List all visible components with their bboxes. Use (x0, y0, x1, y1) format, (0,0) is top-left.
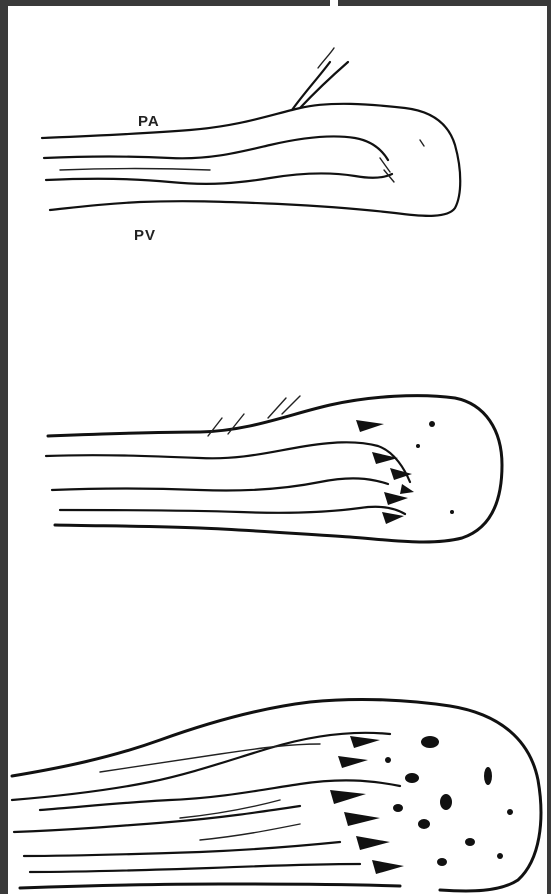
panel-1-outer-upper (42, 104, 460, 216)
panel-3-vessel-4 (24, 842, 340, 856)
panel-3-blot-12 (465, 838, 475, 846)
panel-3-blot-2 (338, 756, 368, 768)
panel-3-blot-4 (344, 812, 380, 826)
panel-2-dot-3 (416, 444, 420, 448)
panel-3-blot-9 (440, 794, 452, 810)
panel-3-blot-5 (356, 836, 390, 850)
panel-2-vessel-middle (52, 478, 388, 490)
panel-2-blot-2 (372, 452, 398, 464)
panel-2-blot-5 (382, 512, 404, 524)
panel-2-vessel-lower (60, 507, 405, 514)
panel-2-outer-contour (48, 396, 502, 542)
panel-2-blot-1 (356, 420, 384, 432)
panel-3-dot-3 (385, 757, 391, 763)
panel-2-branch-1 (208, 418, 222, 436)
panel-3-lobule (12, 699, 541, 891)
panel-3-blot-1 (350, 736, 380, 748)
panel-2-dot-2 (450, 510, 454, 514)
panel-1-twig-3 (420, 140, 424, 146)
panel-2-blot-4 (384, 492, 408, 505)
panel-2-blot-6 (400, 484, 414, 494)
pv-label: PV (134, 227, 156, 244)
panel-1-pa-vessel (44, 136, 388, 160)
panel-3-dot-1 (507, 809, 513, 815)
panel-1-inner-line (60, 169, 210, 171)
panel-3-outer-contour (12, 699, 541, 891)
panel-3-vessel-5 (30, 864, 360, 872)
panel-1-lobule: PA PV (42, 48, 460, 244)
panel-2-lobule (46, 396, 502, 542)
panel-1-branch-a (292, 62, 330, 110)
panel-3-vessel-3 (14, 806, 300, 832)
panel-3-lower-contour (20, 884, 400, 888)
panel-2-dot-1 (429, 421, 435, 427)
panel-3-blot-3 (330, 790, 366, 804)
panel-1-branch-c (318, 48, 334, 68)
panel-3-blot-13 (393, 804, 403, 812)
panel-2-branch-3 (268, 398, 286, 418)
panel-3-blot-8 (405, 773, 419, 783)
panel-1-pv-vessel (46, 174, 392, 184)
panel-3-blot-6 (372, 860, 404, 874)
panel-3-dot-2 (497, 853, 503, 859)
panel-2-branch-2 (228, 414, 244, 434)
pa-label: PA (138, 113, 160, 130)
panel-3-blot-10 (484, 767, 492, 785)
panel-3-blot-11 (418, 819, 430, 829)
panel-3-blot-14 (437, 858, 447, 866)
panel-3-inner-3 (200, 824, 300, 840)
panel-3-blot-7 (421, 736, 439, 748)
panel-2-vessel-upper (46, 442, 410, 482)
